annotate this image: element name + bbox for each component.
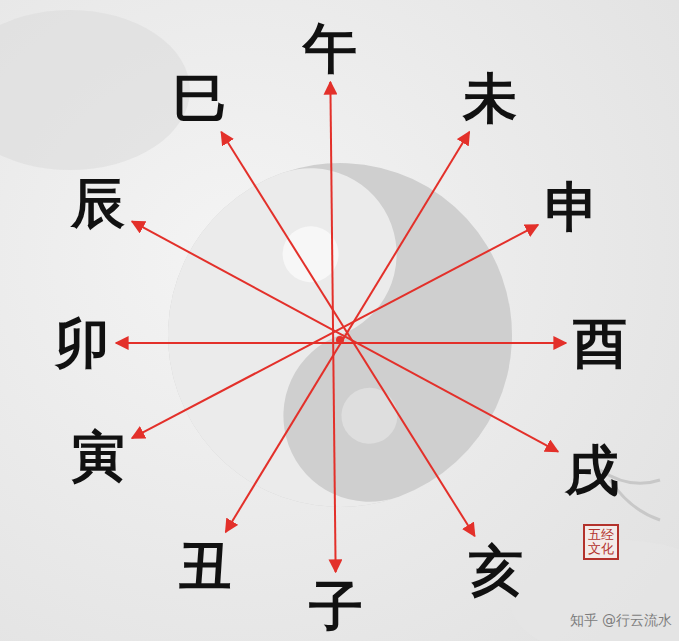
branch-glyph: 申 <box>543 178 601 236</box>
branch-glyph: 戌 <box>563 441 621 499</box>
yin-yang <box>120 115 561 556</box>
branch-name: 戌 <box>565 443 619 497</box>
branch-glyph: 丑 <box>176 537 234 595</box>
centre-dot <box>336 336 344 344</box>
branch-name: 子 <box>309 579 363 633</box>
yin-half <box>120 115 561 556</box>
branch-name: 亥 <box>469 543 523 597</box>
branch-name: 辰 <box>71 176 125 230</box>
clash-arrow <box>330 82 335 572</box>
branch-name: 未 <box>463 71 517 125</box>
branch-name: 午 <box>303 21 357 75</box>
branch-name: 卯 <box>55 316 109 370</box>
branch-glyph: 酉 <box>571 314 629 372</box>
yang-dot <box>275 218 347 290</box>
branch-name: 申 <box>545 180 599 234</box>
branch-glyph: 子 <box>307 577 365 635</box>
branch-name: 巳 <box>173 71 227 125</box>
clash-arrow <box>221 132 474 536</box>
branch-name: 寅 <box>71 429 125 483</box>
branch-glyph: 午 <box>301 19 359 77</box>
branch-glyph: 巳 <box>171 69 229 127</box>
branch-glyph: 寅 <box>69 427 127 485</box>
yin-dot <box>334 380 406 452</box>
branch-glyph: 卯 <box>53 314 111 372</box>
seal-stamp: 五经文化 <box>583 524 619 561</box>
seal-text: 五经文化 <box>588 528 614 557</box>
branch-glyph: 辰 <box>69 174 127 232</box>
branch-name: 酉 <box>573 316 627 370</box>
branch-glyph: 未 <box>461 69 519 127</box>
credit-watermark: 知乎 @行云流水 <box>570 612 672 630</box>
ink-wash <box>0 10 190 170</box>
branch-name: 丑 <box>178 539 232 593</box>
branch-glyph: 亥 <box>467 541 525 599</box>
clash-arrow <box>132 221 558 451</box>
